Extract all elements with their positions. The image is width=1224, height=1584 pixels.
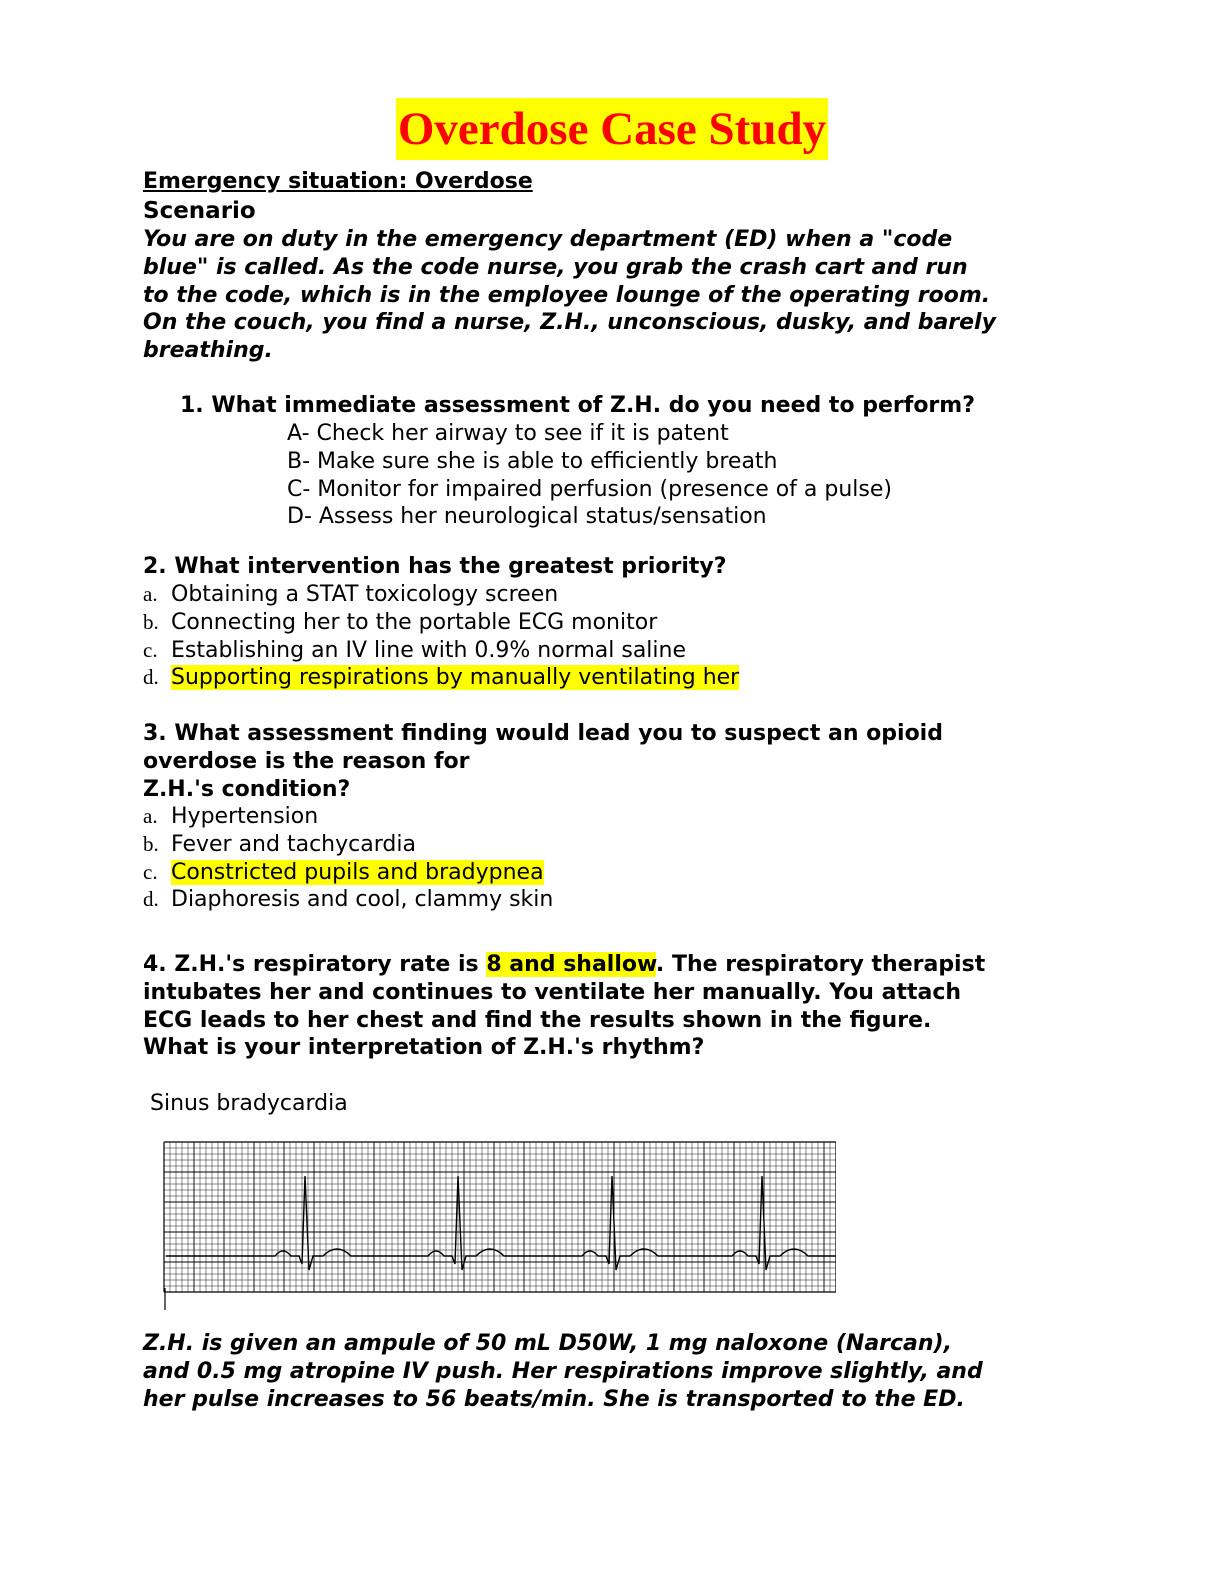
scenario-line: You are on duty in the emergency departm…: [143, 227, 953, 252]
list-item: a. Hypertension: [143, 803, 553, 831]
list-item: c. Establishing an IV line with 0.9% norm…: [143, 637, 739, 665]
question-2: 2. What intervention has the greatest pr…: [143, 554, 727, 579]
list-item: b. Connecting her to the portable ECG mon…: [143, 609, 739, 637]
question-3-line: Z.H.'s condition?: [143, 777, 351, 802]
option-letter: d.: [143, 887, 159, 912]
question-1: 1. What immediate assessment of Z.H. do …: [180, 393, 975, 418]
question-4-text: . The respiratory therapist: [655, 952, 986, 977]
list-item: a. Obtaining a STAT toxicology screen: [143, 581, 739, 609]
answer-4: Sinus bradycardia: [150, 1091, 348, 1116]
question-4-line: 4. Z.H.'s respiratory rate is 8 and shal…: [143, 951, 985, 979]
scenario-line: breathing.: [143, 338, 273, 364]
highlighted-answer: Supporting respirations by manually vent…: [171, 665, 740, 691]
closing-line: Z.H. is given an ampule of 50 mL D50W, 1…: [143, 1331, 952, 1356]
question-3-options: a. Hypertension b. Fever and tachycardia c…: [143, 803, 553, 914]
option-letter: d.: [143, 665, 159, 690]
list-item: D- Assess her neurological status/sensat…: [287, 504, 767, 530]
question-4-text: 4. Z.H.'s respiratory rate is: [143, 952, 487, 977]
question-4-line: ECG leads to her chest and find the resu…: [143, 1007, 932, 1033]
highlighted-answer: Constricted pupils and bradypnea: [171, 859, 544, 885]
ecg-strip: [163, 1141, 836, 1310]
option-text: Hypertension: [171, 804, 319, 829]
option-letter: b.: [143, 831, 159, 856]
option-letter: b.: [143, 609, 159, 634]
list-item: B- Make sure she is able to efficiently …: [287, 448, 778, 474]
page-title: Overdose Case Study: [395, 98, 829, 160]
closing-line: her pulse increases to 56 beats/min. She…: [143, 1386, 965, 1412]
question-1-options: A- Check her airway to see if it is pate…: [287, 420, 892, 531]
option-text: Obtaining a STAT toxicology screen: [171, 582, 559, 607]
question-3-line: overdose is the reason for: [143, 749, 470, 774]
option-text: Fever and tachycardia: [171, 831, 416, 857]
list-item: c. Constricted pupils and bradypnea: [143, 859, 553, 887]
list-item: d. Supporting respirations by manually ve…: [143, 664, 740, 692]
question-4-line: What is your interpretation of Z.H.'s rh…: [143, 1035, 705, 1061]
list-item: A- Check her airway to see if it is pate…: [287, 421, 729, 446]
question-4: 4. Z.H.'s respiratory rate is 8 and shal…: [143, 951, 985, 1062]
ecg-trace: [166, 1175, 836, 1271]
title-container: Overdose Case Study: [0, 98, 1224, 160]
scenario-text: You are on duty in the emergency departm…: [143, 226, 1083, 365]
closing-paragraph: Z.H. is given an ampule of 50 mL D50W, 1…: [143, 1330, 983, 1413]
scenario-label: Scenario: [143, 198, 256, 224]
question-4-line: intubates her and continues to ventilate…: [143, 979, 962, 1005]
option-letter: c.: [143, 637, 158, 662]
option-letter: a.: [143, 582, 158, 606]
scenario-line: to the code, which is in the employee lo…: [143, 282, 991, 308]
list-item: C- Monitor for impaired perfusion (prese…: [287, 476, 892, 502]
question-3-line: 3. What assessment finding would lead yo…: [143, 721, 943, 746]
question-2-options: a. Obtaining a STAT toxicology screen b. C…: [143, 581, 740, 692]
option-text: Establishing an IV line with 0.9% normal…: [171, 637, 687, 663]
scenario-line: On the couch, you find a nurse, Z.H., un…: [143, 310, 996, 336]
option-letter: a.: [143, 804, 158, 828]
option-letter: c.: [143, 859, 158, 884]
list-item: d. Diaphoresis and cool, clammy skin: [143, 886, 553, 914]
section-heading: Emergency situation: Overdose: [143, 169, 533, 194]
highlighted-answer: 8 and shallow: [486, 952, 656, 977]
closing-line: and 0.5 mg atropine IV push. Her respira…: [143, 1358, 983, 1384]
option-text: Diaphoresis and cool, clammy skin: [171, 887, 554, 913]
list-item: b. Fever and tachycardia: [143, 831, 553, 859]
ecg-grid: [163, 1141, 836, 1293]
option-text: Connecting her to the portable ECG monit…: [171, 609, 658, 635]
scenario-line: blue" is called. As the code nurse, you …: [143, 254, 968, 280]
